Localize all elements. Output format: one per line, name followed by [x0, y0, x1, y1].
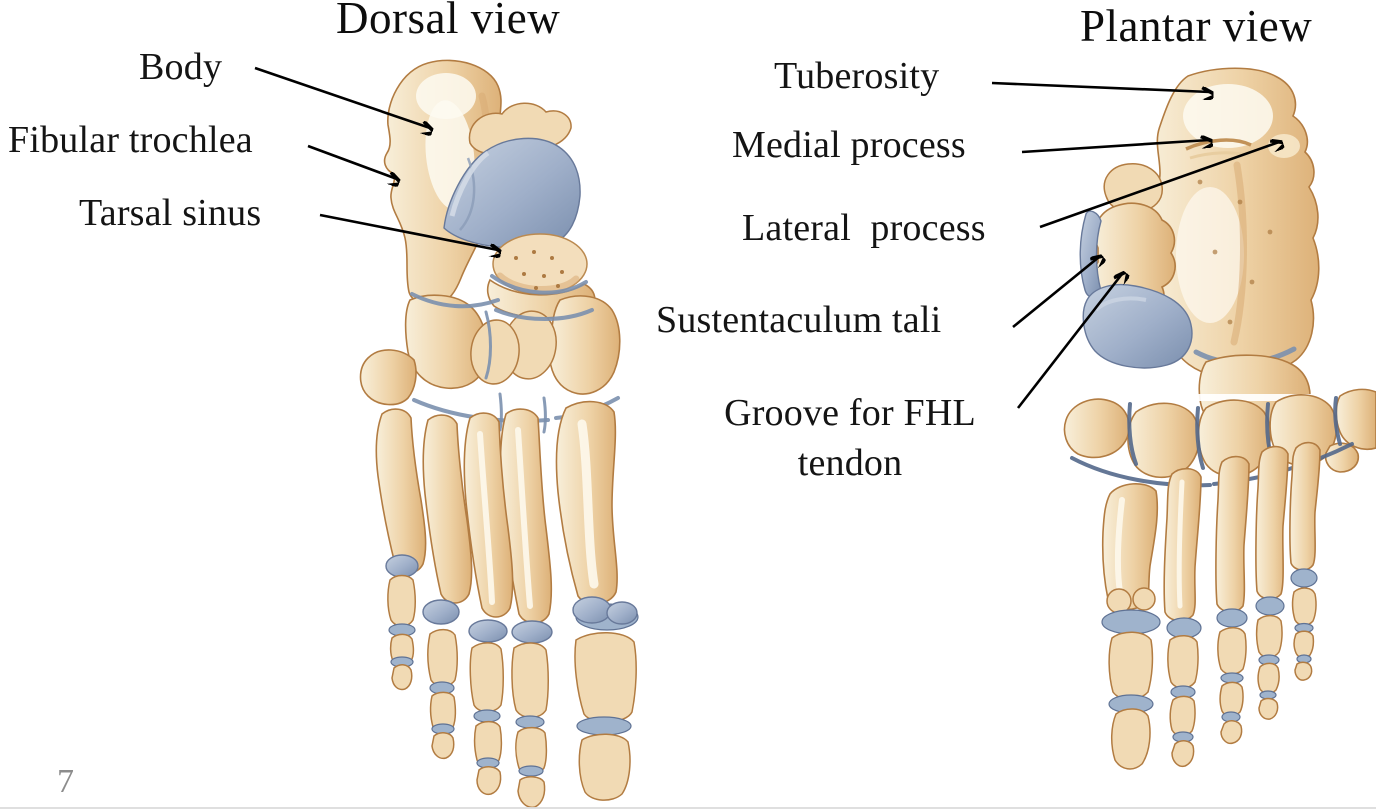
- label-lateral-process: Lateral process: [742, 207, 986, 249]
- medial-cuneiform: [548, 295, 621, 395]
- arrow-medial-process: [1021, 140, 1209, 154]
- label-medial-process: Medial process: [732, 124, 966, 166]
- dorsal-toes: [387, 574, 637, 809]
- leader-arrows: [254, 66, 1279, 409]
- talar-facet-cartilage: [1082, 283, 1193, 369]
- plantar-metatarsals: [1101, 441, 1321, 622]
- plantar-tarsals: [1063, 388, 1376, 479]
- label-tuberosity: Tuberosity: [774, 55, 940, 97]
- talar-head-dots: [514, 250, 564, 290]
- dorsal-metatarsals: [375, 400, 618, 624]
- label-sustentaculum-tali: Sustentaculum tali: [656, 299, 942, 341]
- label-tarsal-sinus: Tarsal sinus: [79, 192, 262, 234]
- plantar-toes: [1108, 587, 1317, 770]
- arrow-groove-fhl-tendon: [1016, 274, 1122, 409]
- arrow-lateral-process: [1039, 142, 1279, 229]
- lateral-cuneiform: [470, 319, 520, 385]
- plantar-view-title: Plantar view: [1080, 1, 1313, 51]
- dorsal-view-title: Dorsal view: [336, 0, 561, 43]
- label-body: Body: [139, 46, 223, 88]
- arrow-sustentaculum-tali: [1012, 257, 1099, 329]
- label-fibular-trochlea: Fibular trochlea: [8, 119, 253, 161]
- arrow-body: [254, 66, 430, 128]
- label-groove-fhl-tendon: Groove for FHL tendon: [724, 392, 976, 485]
- arrow-tuberosity: [991, 81, 1210, 92]
- page-number: 7: [57, 763, 74, 800]
- dorsal-foot-illustration: [359, 59, 639, 809]
- calcaneus-texture-dots: [1197, 179, 1273, 325]
- mt5-styloid: [359, 349, 417, 406]
- slide-bottom-edge: [0, 807, 1376, 809]
- plantar-foot-illustration: [1063, 67, 1376, 770]
- arrow-fibular-trochlea: [307, 144, 397, 179]
- cuboid-bone: [404, 294, 488, 389]
- arrow-tarsal-sinus: [319, 213, 498, 250]
